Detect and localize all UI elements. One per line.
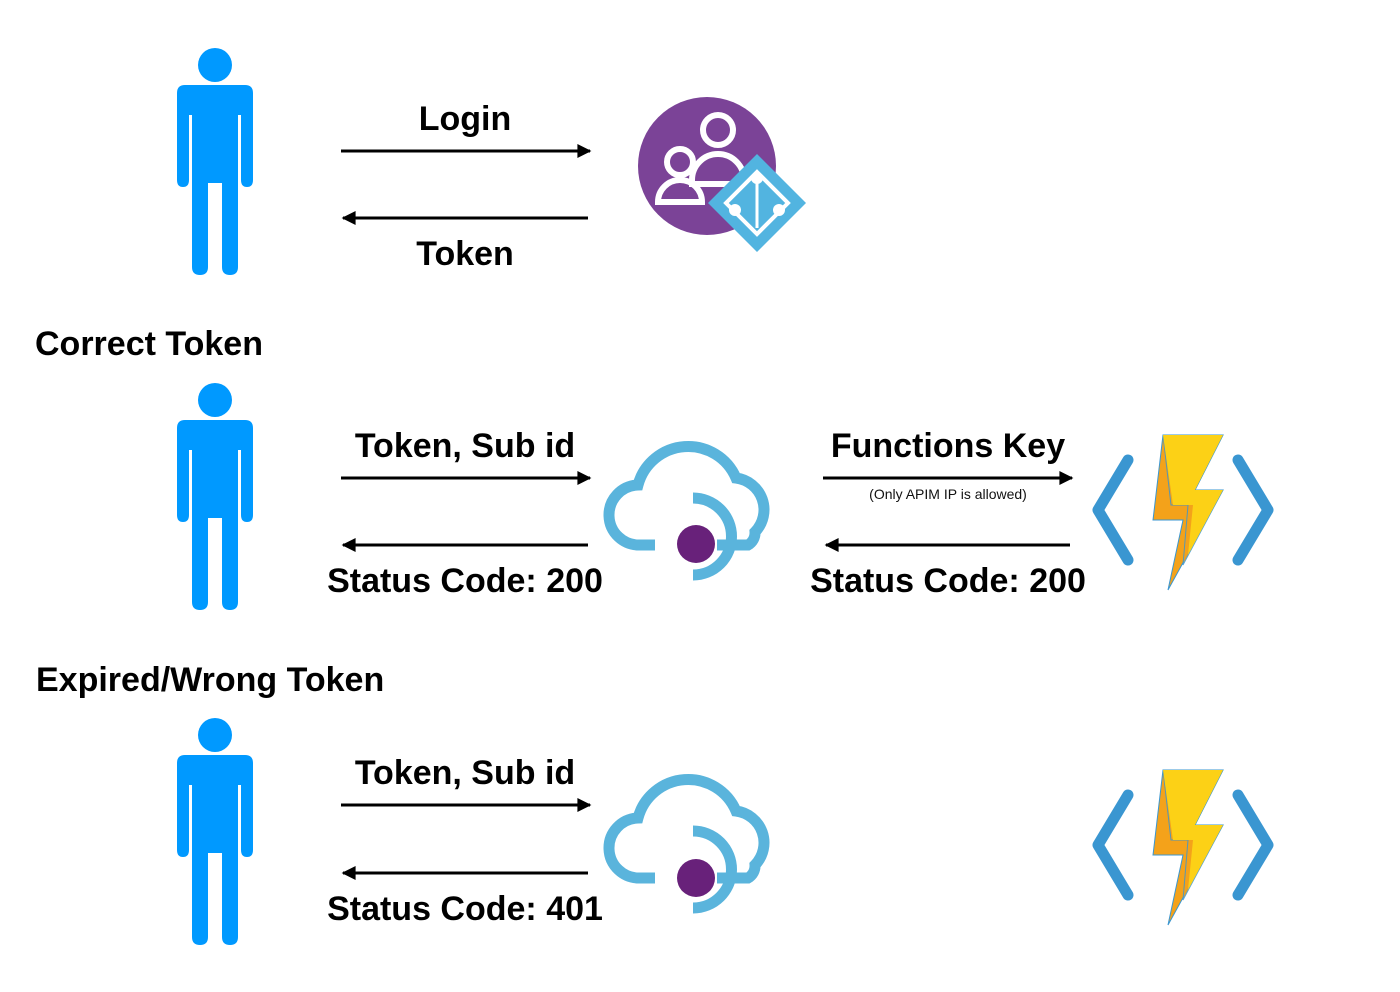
functions-response-label: Status Code: 200 (810, 562, 1086, 600)
token-label: Token (416, 235, 514, 273)
api-management-icon (609, 780, 764, 908)
api-management-icon (609, 447, 764, 575)
person-icon (177, 48, 253, 275)
response-label: Status Code: 200 (327, 562, 603, 600)
section-title-correct: Correct Token (35, 325, 263, 363)
person-icon (177, 383, 253, 610)
azure-functions-icon (1098, 770, 1268, 925)
azure-functions-icon (1098, 435, 1268, 590)
azure-active-directory-icon (638, 97, 806, 252)
response-label: Status Code: 401 (327, 890, 603, 928)
request-label: Token, Sub id (354, 754, 576, 792)
request-label: Token, Sub id (354, 427, 576, 465)
functions-key-label: Functions Key (830, 427, 1066, 465)
person-icon (177, 718, 253, 945)
functions-key-note: (Only APIM IP is allowed) (869, 486, 1027, 502)
section-title-expired: Expired/Wrong Token (36, 661, 385, 699)
login-label: Login (418, 100, 512, 138)
